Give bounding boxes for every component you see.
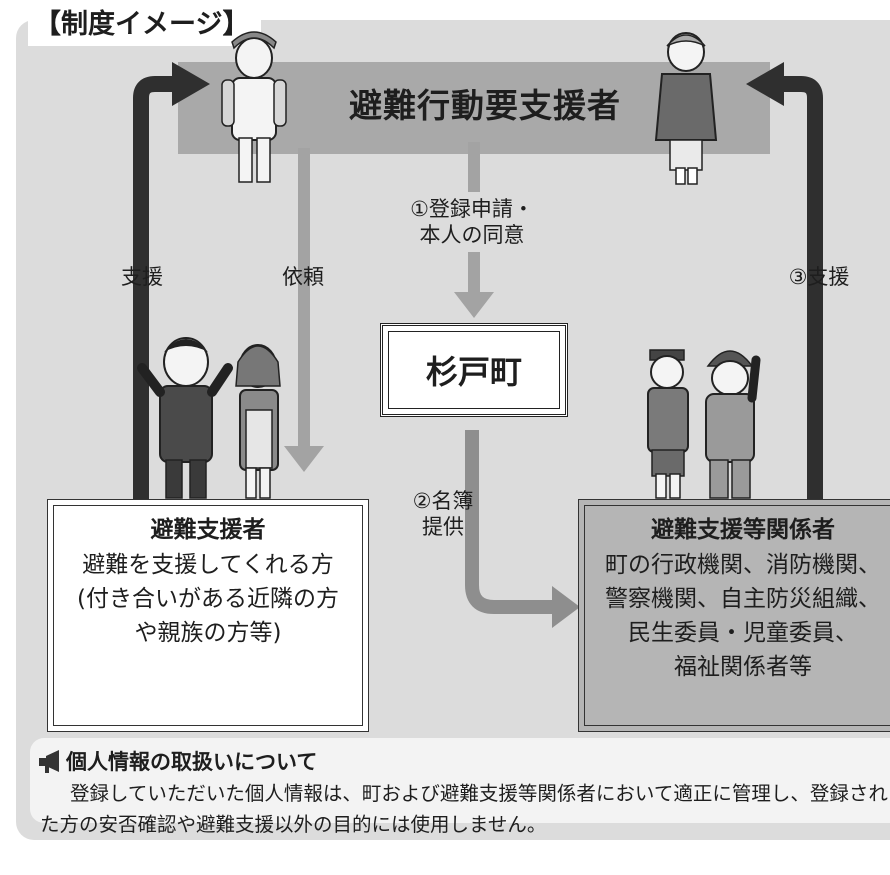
step2-arrow (465, 430, 560, 614)
step1-arrow-shaft-lower (468, 252, 480, 294)
elderly-man-figure (221, 31, 287, 183)
related-parties-box-line: 民生委員・児童委員、 (628, 620, 858, 646)
supporter-box: 避難支援者 避難を支援してくれる方 (付き合いがある近隣の方 や親族の方等) (47, 499, 369, 732)
related-parties-box-line: 福祉関係者等 (674, 654, 812, 680)
support-label: 支援 (121, 265, 163, 289)
supporter-box-title: 避難支援者 (150, 517, 266, 543)
related-parties-box-title: 避難支援等関係者 (651, 517, 835, 543)
businessman-figure (137, 337, 233, 499)
elderly-woman-figure (654, 32, 718, 185)
related-parties-box-body: 町の行政機関、消防機関、 警察機関、自主防災組織、 民生委員・児童委員、 福祉関… (579, 548, 890, 684)
step1-label: ①登録申請・ 本人の同意 (410, 197, 534, 247)
privacy-notice-body: 登録していただいた個人情報は、町および避難支援等関係者において適正に管理し、登録… (40, 782, 888, 836)
related-parties-box: 避難支援等関係者 町の行政機関、消防機関、 警察機関、自主防災組織、 民生委員・… (578, 499, 890, 732)
supporter-box-body: 避難を支援してくれる方 (付き合いがある近隣の方 や親族の方等) (48, 548, 368, 650)
step1-arrowhead (454, 292, 494, 318)
related-parties-box-line: 町の行政機関、消防機関、 (605, 552, 881, 578)
request-arrow-shaft (298, 148, 310, 448)
megaphone-icon (39, 750, 59, 773)
support-arrowhead-right (746, 62, 784, 106)
apron-woman-figure (235, 344, 281, 499)
request-arrowhead (284, 446, 324, 472)
request-label: 依頼 (282, 265, 324, 289)
top-title: 避難行動要支援者 (349, 86, 621, 125)
privacy-notice (30, 738, 890, 823)
step3-label: ③支援 (788, 265, 850, 289)
town-box: 杉戸町 (380, 323, 568, 417)
step2-label: ②名簿 提供 (412, 489, 474, 539)
supporter-box-line: や親族の方等) (134, 620, 282, 646)
supporter-box-line: 避難を支援してくれる方 (82, 552, 334, 578)
support-arrow-left (133, 76, 188, 500)
firefighter-figure (705, 350, 761, 499)
step2-arrowhead (552, 586, 580, 628)
police-officer-figure (647, 349, 689, 499)
related-parties-box-line: 警察機関、自主防災組織、 (605, 586, 881, 612)
support-arrow-right (768, 76, 823, 500)
supporter-box-line: (付き合いがある近隣の方 (77, 586, 339, 612)
privacy-notice-title: 個人情報の取扱いについて (66, 750, 318, 774)
step1-arrow-shaft (468, 142, 480, 192)
support-arrowhead-left (172, 62, 210, 106)
page-title: 【制度イメージ】 (28, 4, 262, 46)
